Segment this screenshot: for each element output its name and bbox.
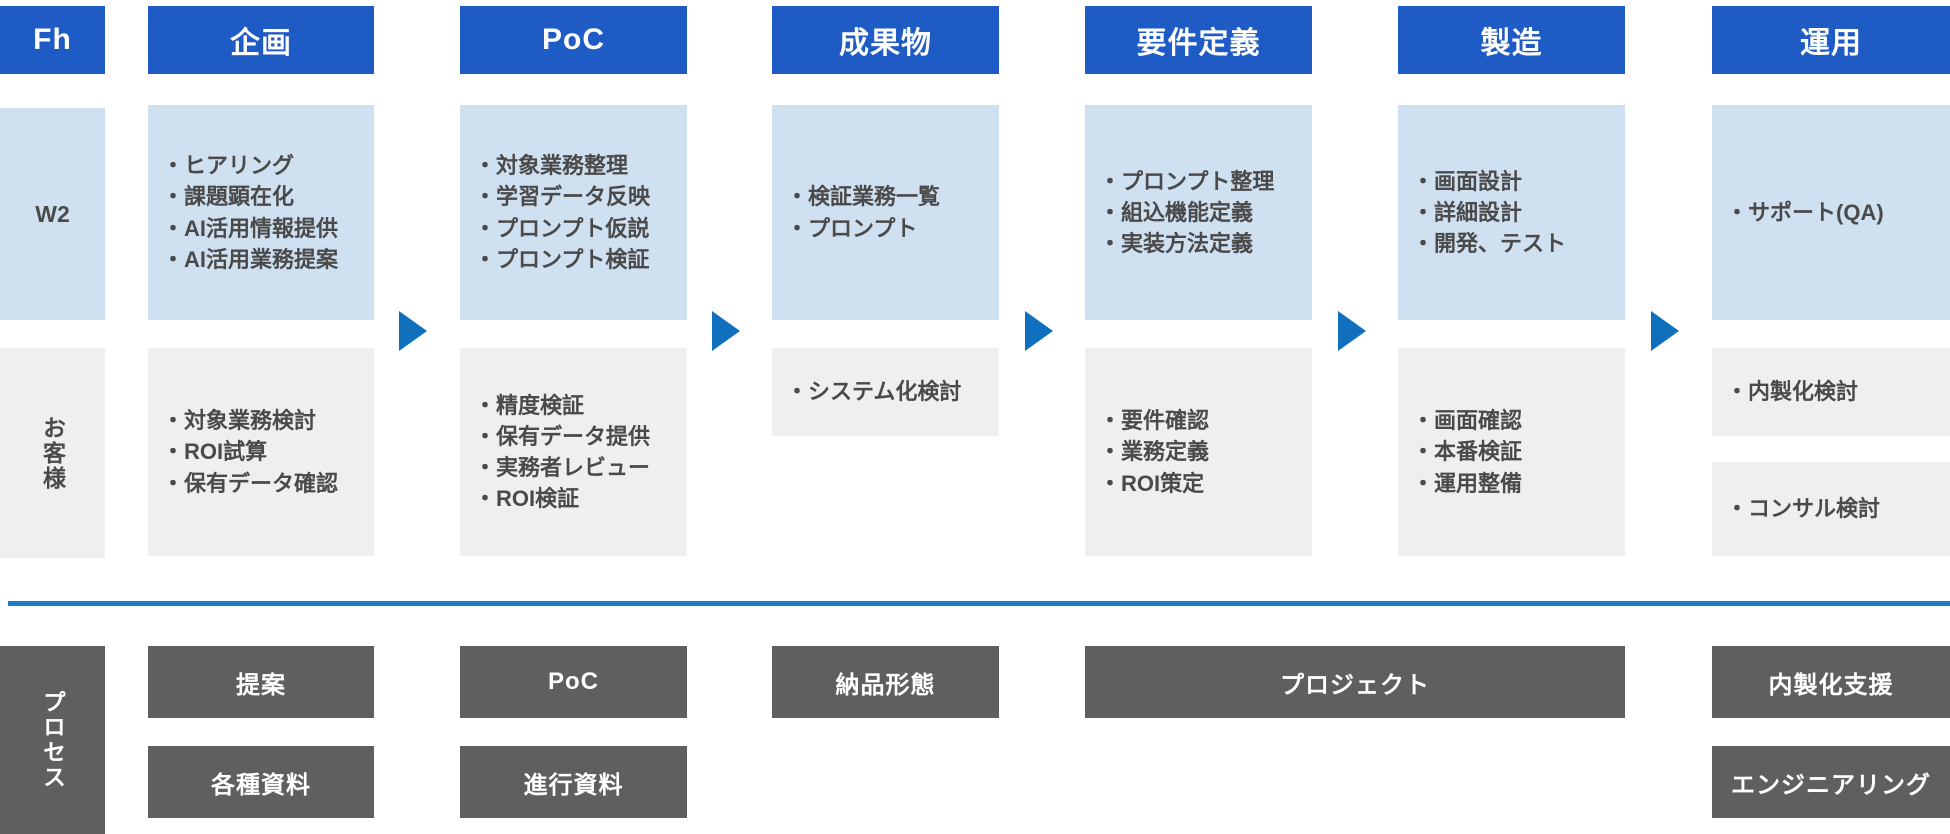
cell-w2-seizou: 画面設計 詳細設計 開発、テスト xyxy=(1398,105,1625,320)
list-item: 組込機能定義 xyxy=(1099,197,1298,228)
list-item: 保有データ確認 xyxy=(162,468,360,499)
row-label-w2: W2 xyxy=(0,108,105,320)
cell-w2-seikabutsu: 検証業務一覧 プロンプト xyxy=(772,105,999,320)
list-item: ROI策定 xyxy=(1099,468,1298,499)
arrow-right-icon-2 xyxy=(712,311,740,351)
header-kikaku[interactable]: 企画 xyxy=(148,6,374,74)
list-item: サポート(QA) xyxy=(1726,197,1936,228)
list-item: コンサル検討 xyxy=(1726,493,1936,524)
list-item: 課題顕在化 xyxy=(162,181,360,212)
list-item: プロンプト整理 xyxy=(1099,166,1298,197)
header-youken-teigi[interactable]: 要件定義 xyxy=(1085,6,1312,74)
process-box-shinko-shiryo[interactable]: 進行資料 xyxy=(460,746,687,818)
row-label-process: プロセス xyxy=(0,646,105,834)
list-item: システム化検討 xyxy=(786,376,985,407)
process-box-poc[interactable]: PoC xyxy=(460,646,687,718)
list-item: 画面確認 xyxy=(1412,405,1611,436)
arrow-right-icon-4 xyxy=(1338,311,1366,351)
process-box-kakushu-shiryo[interactable]: 各種資料 xyxy=(148,746,374,818)
cell-customer-seikabutsu: システム化検討 xyxy=(772,348,999,436)
list-item: ROI検証 xyxy=(474,483,673,514)
list-item: プロンプト xyxy=(786,213,985,244)
list-item: 保有データ提供 xyxy=(474,421,673,452)
cell-w2-poc: 対象業務整理 学習データ反映 プロンプト仮説 プロンプト検証 xyxy=(460,105,687,320)
row-label-process-text: プロセス xyxy=(39,690,66,790)
header-seikabutsu[interactable]: 成果物 xyxy=(772,6,999,74)
list-item: プロンプト仮説 xyxy=(474,213,673,244)
process-box-nouhin-keitai[interactable]: 納品形態 xyxy=(772,646,999,718)
arrow-right-icon-5 xyxy=(1651,311,1679,351)
cell-customer-kikaku: 対象業務検討 ROI試算 保有データ確認 xyxy=(148,348,374,556)
cell-customer-youken-teigi: 要件確認 業務定義 ROI策定 xyxy=(1085,348,1312,556)
cell-customer-unyou-consul: コンサル検討 xyxy=(1712,462,1950,556)
list-item: 要件確認 xyxy=(1099,405,1298,436)
process-box-teian[interactable]: 提案 xyxy=(148,646,374,718)
list-item: 業務定義 xyxy=(1099,436,1298,467)
list-item: 実務者レビュー xyxy=(474,452,673,483)
cell-customer-poc: 精度検証 保有データ提供 実務者レビュー ROI検証 xyxy=(460,348,687,556)
header-seizou[interactable]: 製造 xyxy=(1398,6,1625,74)
cell-customer-seizou: 画面確認 本番検証 運用整備 xyxy=(1398,348,1625,556)
list-item: ROI試算 xyxy=(162,436,360,467)
arrow-right-icon-1 xyxy=(399,311,427,351)
header-unyou[interactable]: 運用 xyxy=(1712,6,1950,74)
process-box-naiseika-shien[interactable]: 内製化支援 xyxy=(1712,646,1950,718)
cell-w2-kikaku: ヒアリング 課題顕在化 AI活用情報提供 AI活用業務提案 xyxy=(148,105,374,320)
list-item: 運用整備 xyxy=(1412,468,1611,499)
list-item: 検証業務一覧 xyxy=(786,181,985,212)
arrow-right-icon-3 xyxy=(1025,311,1053,351)
list-item: 内製化検討 xyxy=(1726,376,1936,407)
list-item: 対象業務整理 xyxy=(474,150,673,181)
process-box-engineering[interactable]: エンジニアリング xyxy=(1712,746,1950,818)
list-item: 学習データ反映 xyxy=(474,181,673,212)
list-item: 詳細設計 xyxy=(1412,197,1611,228)
header-fh[interactable]: Fh xyxy=(0,6,105,74)
list-item: プロンプト検証 xyxy=(474,244,673,275)
process-box-project[interactable]: プロジェクト xyxy=(1085,646,1625,718)
list-item: 実装方法定義 xyxy=(1099,228,1298,259)
cell-w2-youken-teigi: プロンプト整理 組込機能定義 実装方法定義 xyxy=(1085,105,1312,320)
list-item: ヒアリング xyxy=(162,150,360,181)
row-label-customer: お客様 xyxy=(0,348,105,558)
list-item: AI活用業務提案 xyxy=(162,244,360,275)
list-item: 精度検証 xyxy=(474,390,673,421)
list-item: AI活用情報提供 xyxy=(162,213,360,244)
header-poc[interactable]: PoC xyxy=(460,6,687,74)
section-divider xyxy=(8,601,1950,606)
list-item: 画面設計 xyxy=(1412,166,1611,197)
cell-w2-unyou: サポート(QA) xyxy=(1712,105,1950,320)
list-item: 開発、テスト xyxy=(1412,228,1611,259)
list-item: 対象業務検討 xyxy=(162,405,360,436)
cell-customer-unyou-naiseika: 内製化検討 xyxy=(1712,348,1950,436)
list-item: 本番検証 xyxy=(1412,436,1611,467)
row-label-customer-text: お客様 xyxy=(39,415,66,491)
